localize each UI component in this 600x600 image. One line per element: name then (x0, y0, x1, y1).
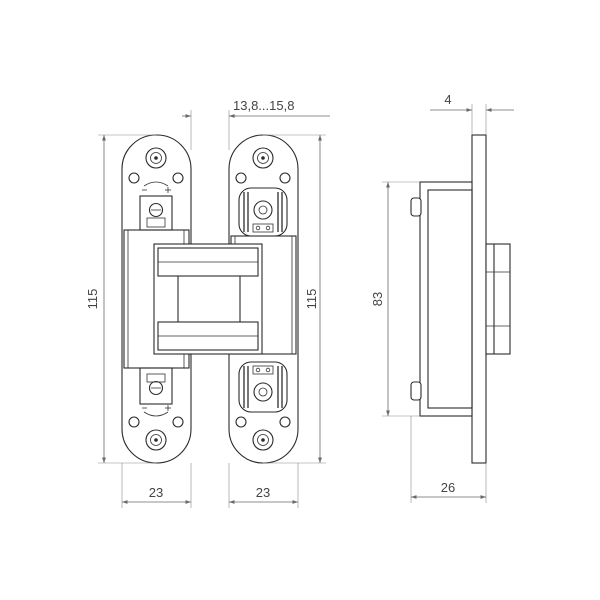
width-right-label: 23 (256, 485, 270, 500)
plate-thickness-label: 4 (444, 92, 451, 107)
screw-hole-icon (252, 147, 274, 169)
screw-hole-icon (145, 147, 167, 169)
gap-dimension-label: 13,8...15,8 (233, 98, 294, 113)
small-hole-icon (172, 172, 184, 184)
body-height-label: 83 (370, 292, 385, 306)
hinge-side-view (410, 134, 511, 464)
dimension-lines (98, 104, 514, 508)
plus-minus-marking-icon (142, 181, 171, 193)
depth-total-label: 26 (441, 480, 455, 495)
small-hole-icon (128, 172, 140, 184)
small-hole-icon (235, 416, 247, 428)
screw-hole-icon (252, 429, 274, 451)
plus-minus-marking-icon (142, 405, 171, 417)
adjustment-screw-icon (238, 361, 288, 413)
small-hole-icon (172, 416, 184, 428)
width-left-label: 23 (149, 485, 163, 500)
small-hole-icon (235, 172, 247, 184)
hinge-knuckle (153, 243, 263, 355)
adjustment-screw-icon (139, 367, 173, 405)
screw-hole-icon (145, 429, 167, 451)
small-hole-icon (279, 416, 291, 428)
height-left-label: 115 (85, 289, 100, 310)
small-hole-icon (279, 172, 291, 184)
small-hole-icon (128, 416, 140, 428)
height-right-label: 115 (304, 289, 319, 310)
